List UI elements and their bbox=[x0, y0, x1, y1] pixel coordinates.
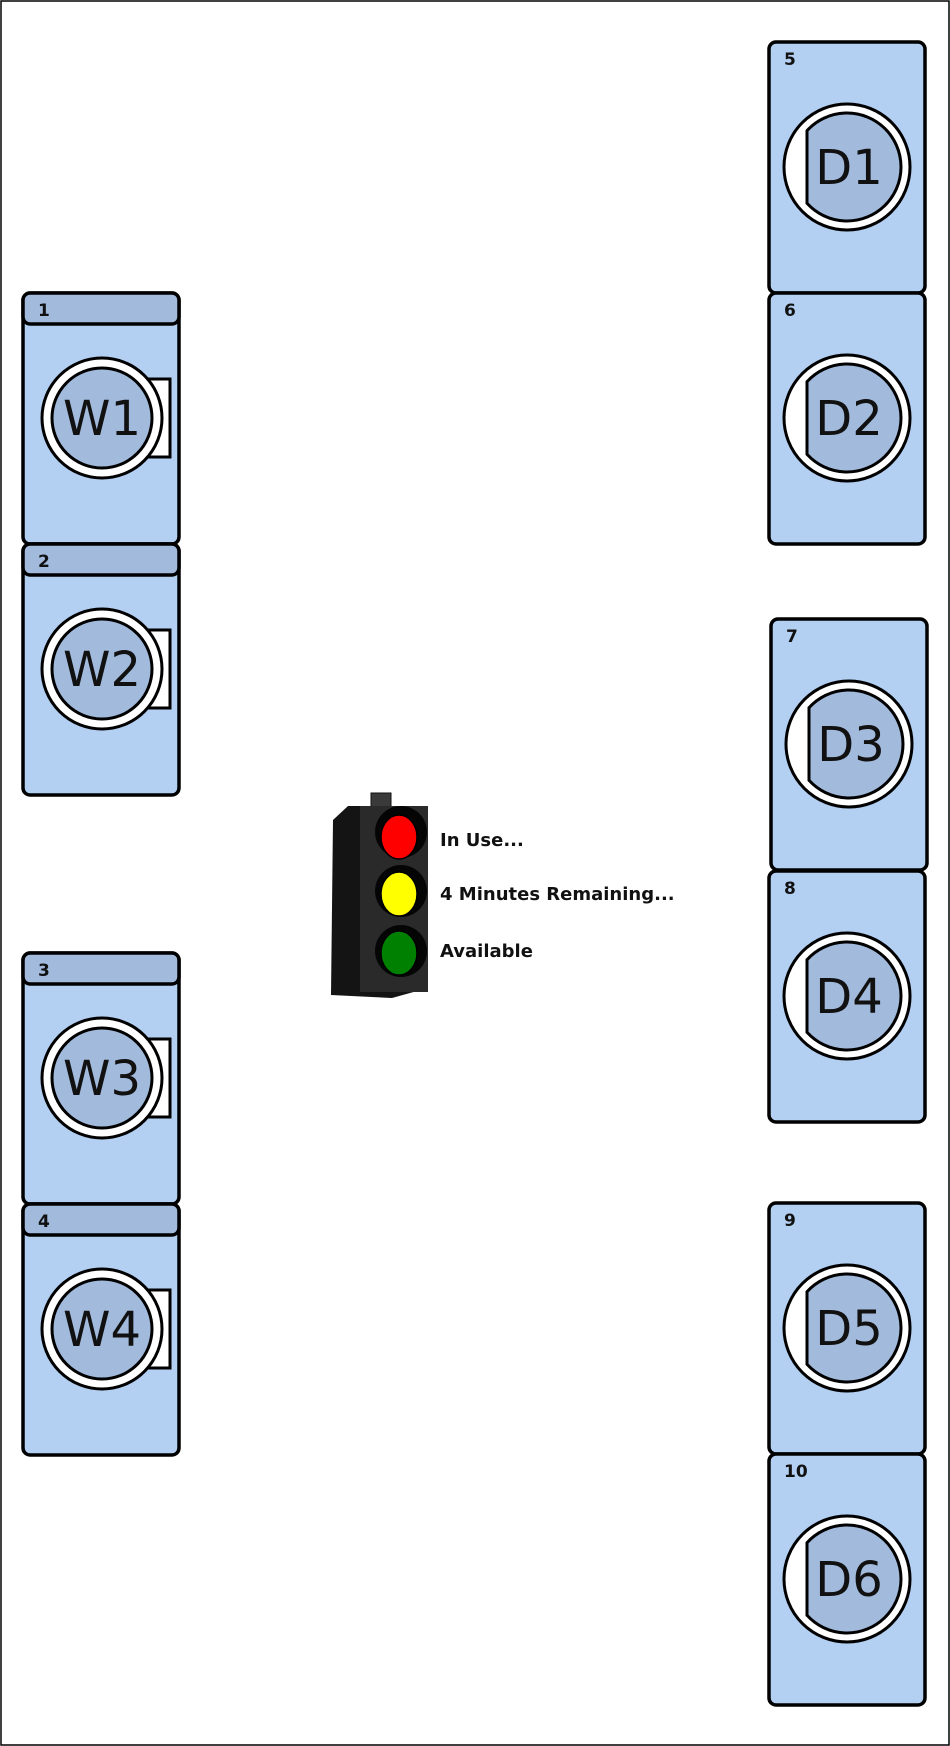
dryer-door-glass bbox=[805, 111, 903, 223]
legend-minutes-remaining-label: 4 Minutes Remaining... bbox=[440, 884, 675, 905]
legend-in-use-label: In Use... bbox=[440, 830, 524, 851]
machine-number: 7 bbox=[786, 627, 798, 647]
dryer-label: D4 bbox=[815, 969, 883, 1025]
washer-control-bar bbox=[21, 542, 181, 577]
washer-door-glass bbox=[50, 1277, 154, 1381]
yellow-light-icon bbox=[380, 871, 418, 917]
washer-label: W3 bbox=[63, 1051, 141, 1107]
dryer-label: D3 bbox=[817, 717, 885, 773]
washer-control-bar bbox=[21, 951, 181, 986]
dryer-1[interactable]: 5D1 bbox=[767, 40, 927, 295]
dryer-2[interactable]: 6D2 bbox=[767, 291, 927, 546]
legend-available-label: Available bbox=[440, 941, 533, 962]
washer-label: W1 bbox=[63, 391, 141, 447]
dryer-label: D1 bbox=[815, 140, 883, 196]
washer-control-bar bbox=[21, 291, 181, 326]
washer-door-glass bbox=[50, 366, 154, 470]
dryer-door-glass bbox=[805, 1523, 903, 1635]
dryer-door-glass bbox=[805, 940, 903, 1052]
machine-number: 10 bbox=[784, 1462, 808, 1482]
machine-number: 8 bbox=[784, 879, 796, 899]
dryer-label: D6 bbox=[815, 1552, 883, 1608]
dryer-label: D5 bbox=[815, 1301, 883, 1357]
washer-door-glass bbox=[50, 617, 154, 721]
dryer-door-glass bbox=[807, 688, 905, 800]
machine-number: 1 bbox=[38, 301, 50, 321]
washer-label: W4 bbox=[63, 1302, 141, 1358]
machine-number: 4 bbox=[38, 1212, 50, 1232]
dryer-door-glass bbox=[805, 1272, 903, 1384]
machine-number: 6 bbox=[784, 301, 796, 321]
dryer-4[interactable]: 8D4 bbox=[767, 869, 927, 1124]
washer-3[interactable]: 3W3 bbox=[21, 951, 181, 1206]
washer-door-glass bbox=[50, 1026, 154, 1130]
dryer-label: D2 bbox=[815, 391, 883, 447]
washer-label: W2 bbox=[63, 642, 141, 698]
machine-number: 5 bbox=[784, 50, 796, 70]
traffic-light-icon bbox=[331, 792, 428, 998]
machine-number: 3 bbox=[38, 961, 50, 981]
washer-4[interactable]: 4W4 bbox=[21, 1202, 181, 1457]
washer-1[interactable]: 1W1 bbox=[21, 291, 181, 546]
red-light-icon bbox=[380, 814, 418, 860]
dryer-door-glass bbox=[805, 362, 903, 474]
machine-number: 2 bbox=[38, 552, 50, 572]
machine-number: 9 bbox=[784, 1211, 796, 1231]
washer-control-bar bbox=[21, 1202, 181, 1237]
dryer-5[interactable]: 9D5 bbox=[767, 1201, 927, 1456]
green-light-icon bbox=[380, 930, 418, 976]
washer-2[interactable]: 2W2 bbox=[21, 542, 181, 797]
dryer-3[interactable]: 7D3 bbox=[769, 617, 929, 872]
